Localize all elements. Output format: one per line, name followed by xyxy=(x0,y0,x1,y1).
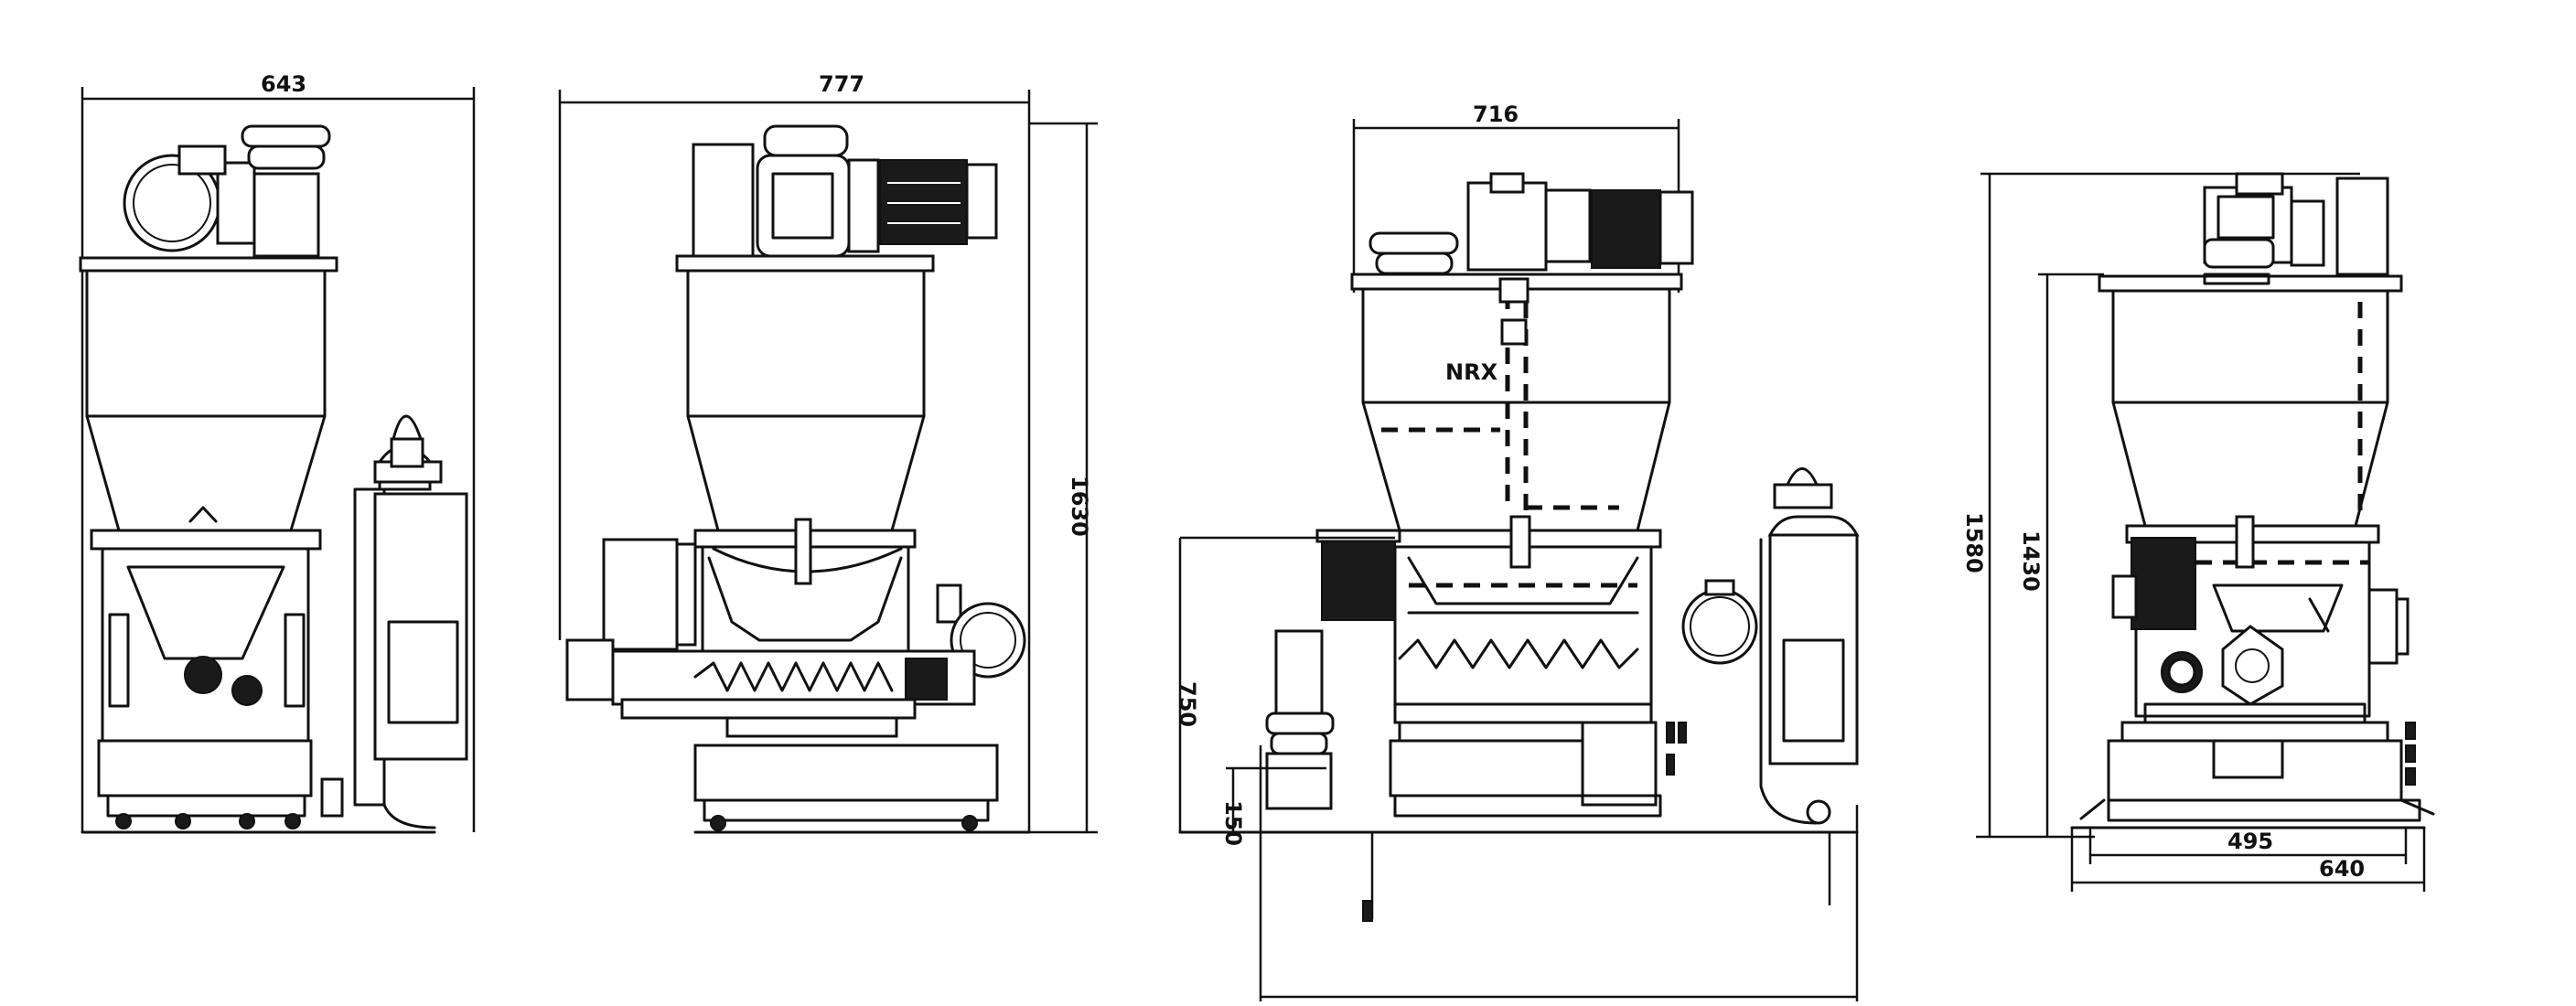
dim-label-height: 1580 xyxy=(1961,512,1987,573)
dim-label-width: 643 xyxy=(261,71,306,97)
dim-label-side-height: 750 xyxy=(1175,681,1200,727)
rear-view: 716 NRX xyxy=(1175,102,1860,1001)
side-view-2: 1580 1430 xyxy=(1961,172,2435,892)
dim-label-width: 716 xyxy=(1473,102,1519,127)
inner-label: NRX xyxy=(1445,359,1498,385)
dim-label-height: 1630 xyxy=(1067,476,1092,537)
agitator xyxy=(1398,638,1639,669)
dim-label-width-1: 495 xyxy=(2227,829,2273,854)
dim-label-width-2: 640 xyxy=(2319,856,2365,882)
dim-label-inner-height: 1430 xyxy=(2018,530,2044,592)
dim-label-width: 777 xyxy=(819,71,864,97)
screw-feeder xyxy=(693,661,894,692)
hopper-body xyxy=(85,269,327,418)
dim-label-base-height: 150 xyxy=(1220,800,1246,846)
side-view-1: 643 xyxy=(79,71,476,834)
front-view: 777 1630 xyxy=(558,71,1098,834)
